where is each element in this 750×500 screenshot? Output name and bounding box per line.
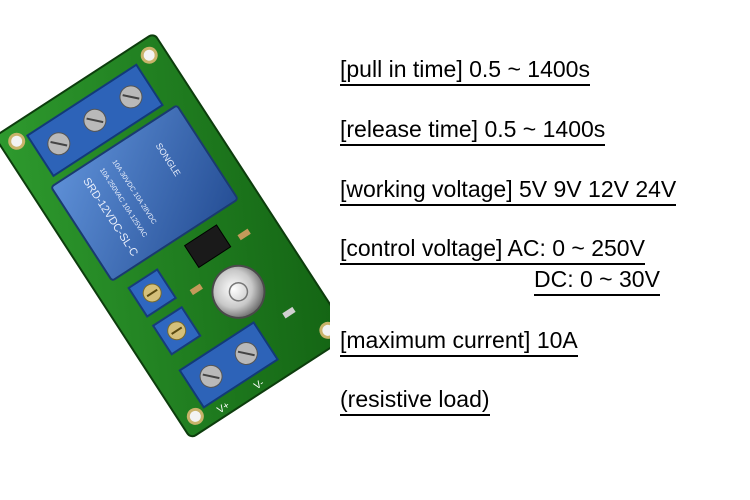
spec-pull-in-time: [pull in time] 0.5 ~ 1400s [340, 56, 590, 86]
mounting-hole [186, 407, 204, 425]
specifications-panel: [pull in time] 0.5 ~ 1400s [release time… [340, 0, 750, 500]
spec-maximum-current: [maximum current] 10A [340, 327, 578, 357]
mounting-hole [8, 132, 26, 150]
resistor [237, 228, 251, 241]
spec-control-voltage-ac: [control voltage] AC: 0 ~ 250V [340, 235, 645, 265]
capacitor [211, 264, 266, 319]
ic-chip [183, 224, 232, 269]
mounting-hole [140, 46, 158, 64]
input-terminal-block [178, 321, 279, 409]
resistor [282, 306, 296, 319]
spec-control-voltage-dc: DC: 0 ~ 30V [534, 266, 660, 296]
product-photo: SONGLE SRD-12VDC-SL-C 10A 250VAC 10A 125… [0, 0, 349, 440]
spec-load-note: (resistive load) [340, 386, 490, 416]
resistor [189, 283, 203, 296]
spec-working-voltage: [working voltage] 5V 9V 12V 24V [340, 176, 677, 206]
relay [51, 105, 238, 281]
spec-release-time: [release time] 0.5 ~ 1400s [340, 116, 606, 146]
relay-board-illustration: SONGLE SRD-12VDC-SL-C 10A 250VAC 10A 125… [0, 34, 349, 438]
